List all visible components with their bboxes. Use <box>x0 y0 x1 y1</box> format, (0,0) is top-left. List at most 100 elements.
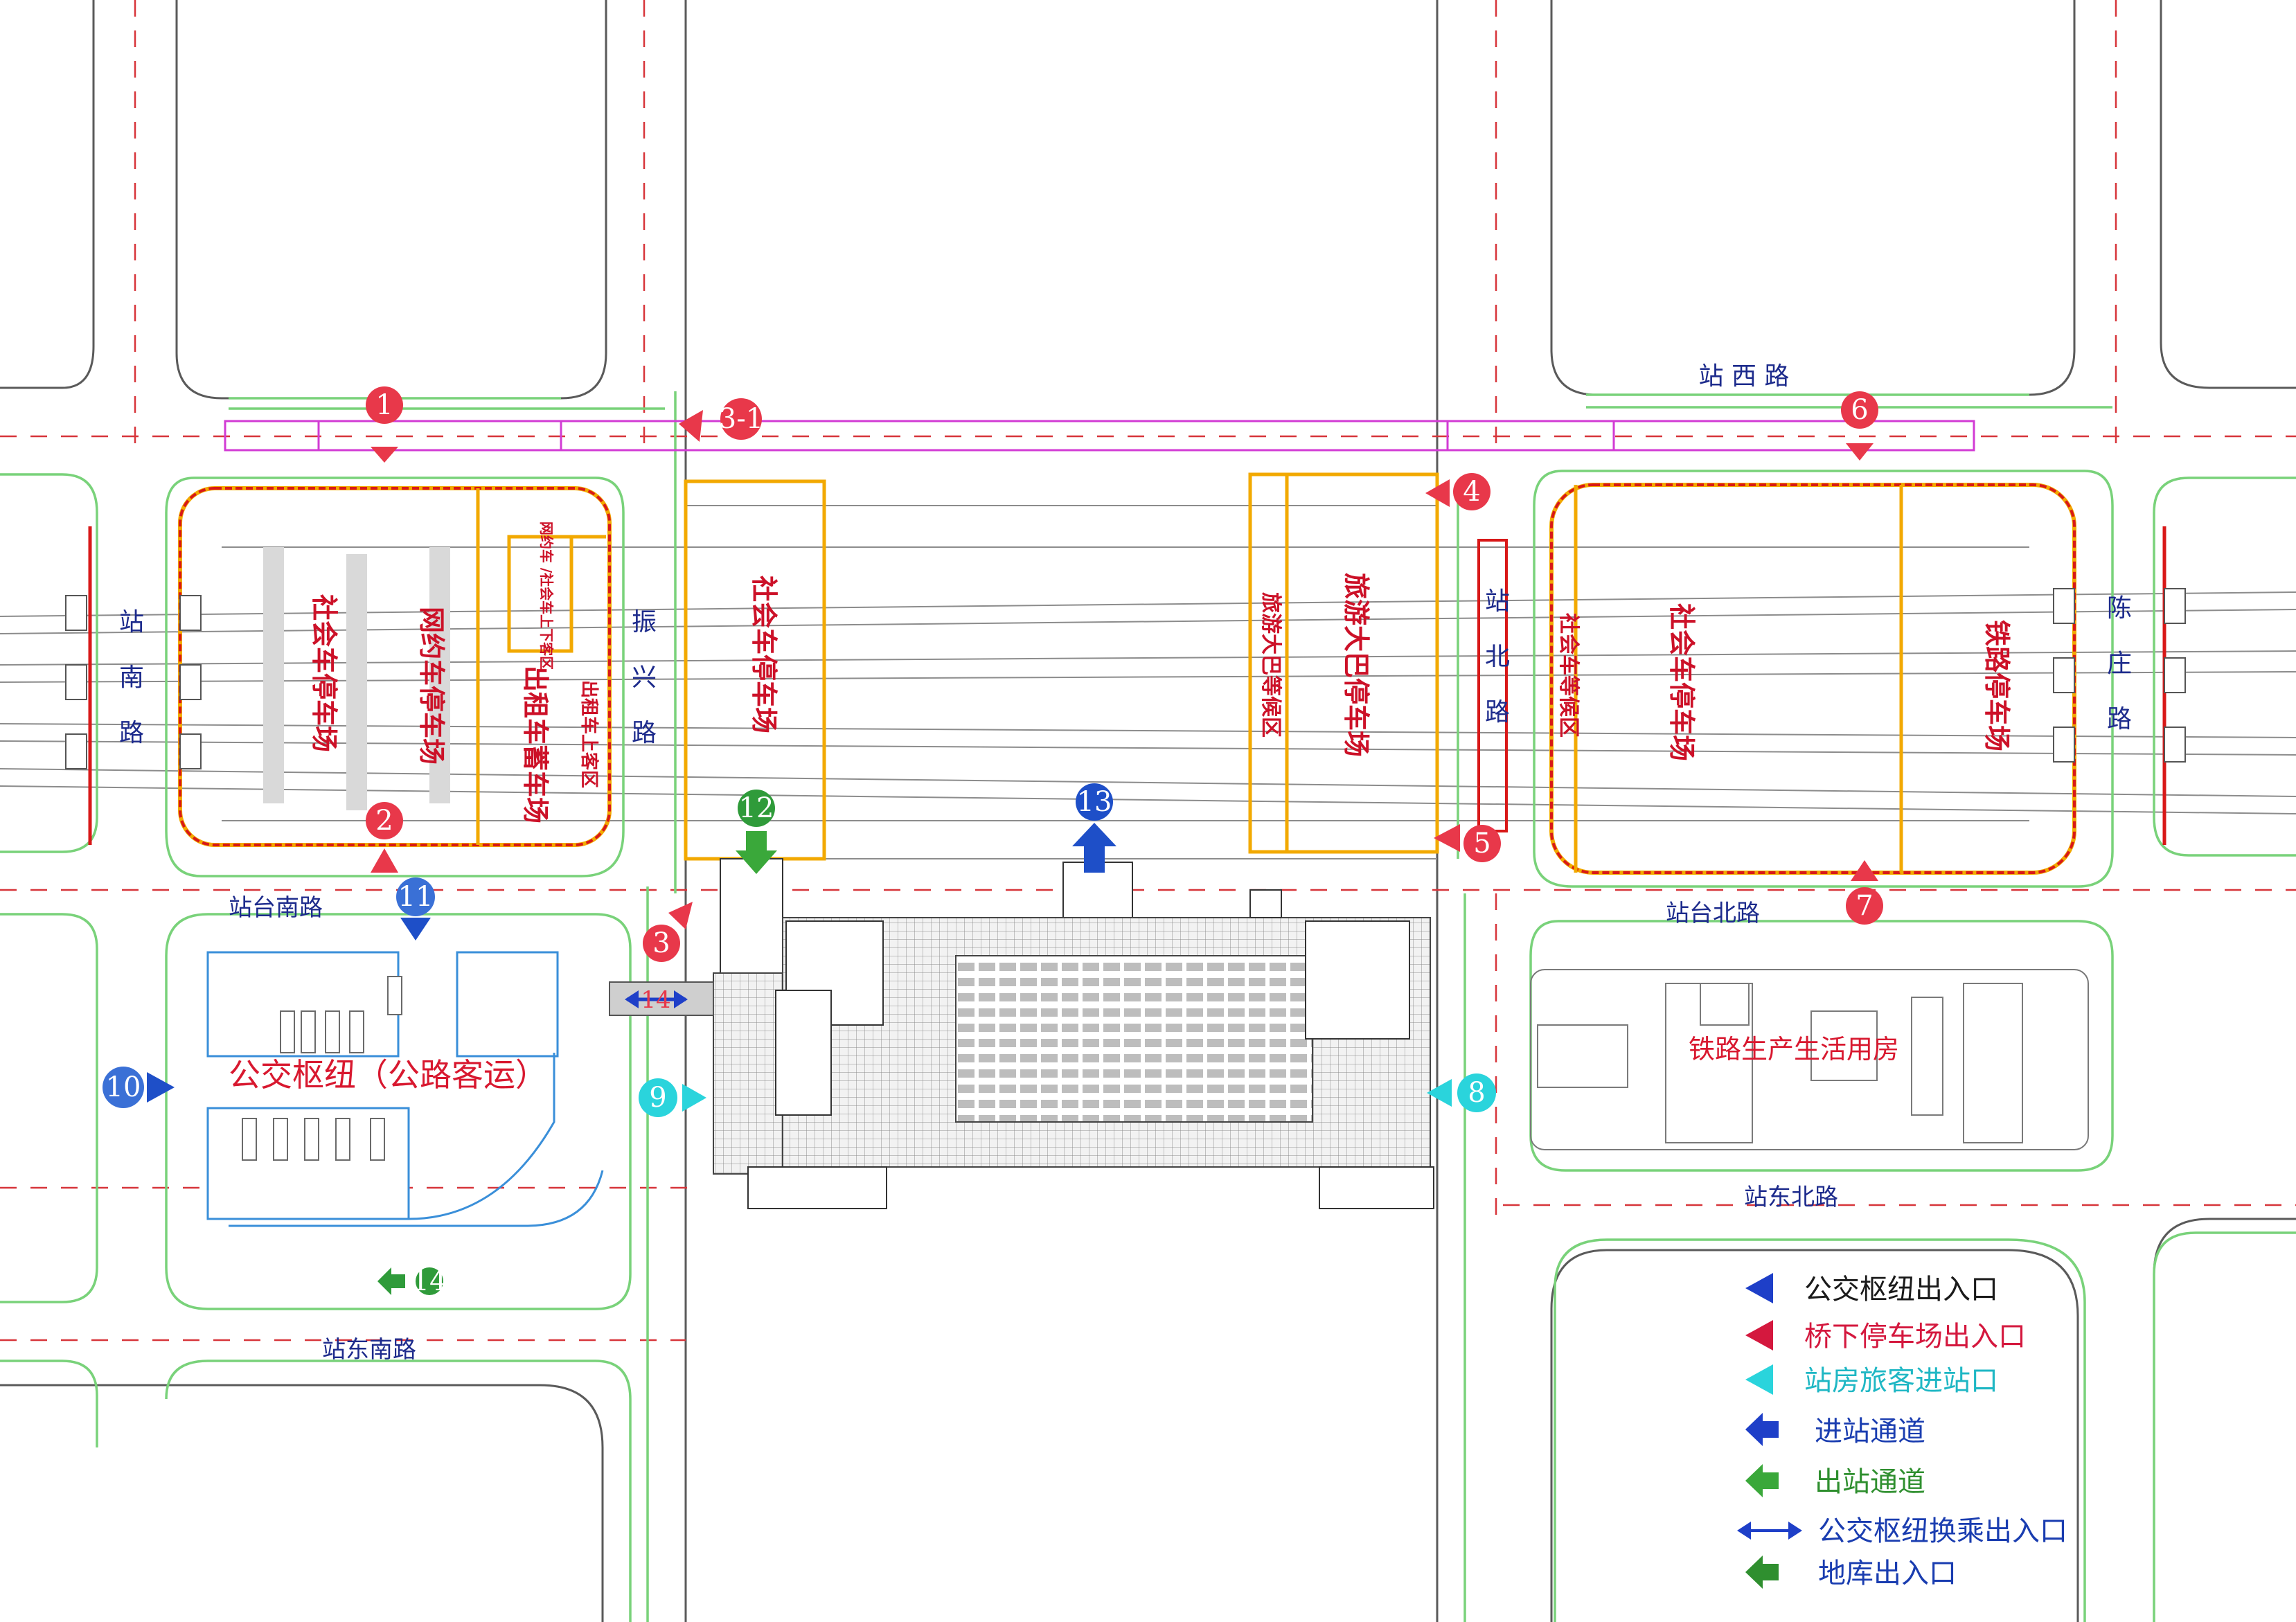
marker-3-arrow <box>668 902 693 929</box>
legend-label-transfer: 公交枢纽换乘出入口 <box>1818 1515 2067 1547</box>
legend-item-garage: 地库出入口 <box>1745 1556 1957 1589</box>
marker-9[interactable]: 9 <box>639 1078 706 1117</box>
zone-tour-bus-park: 旅游大巴停车场 <box>1341 573 1371 757</box>
marker-1-label: 1 <box>375 389 393 421</box>
road-zhannan-3: 路 <box>119 719 144 747</box>
marker-14-transfer-label: 14 <box>641 986 670 1014</box>
dark-green-arrow-icon <box>1745 1556 1779 1589</box>
road-zhandongnan: 站东南路 <box>322 1336 416 1364</box>
marker-13[interactable]: 13 <box>1072 783 1116 873</box>
legend-item-passenger-entrance: 站房旅客进站口 <box>1745 1364 1998 1397</box>
road-zhanxi: 站 西 路 <box>1699 362 1790 391</box>
marker-3-label: 3 <box>652 927 670 959</box>
marker-4-label: 4 <box>1463 476 1480 508</box>
marker-5[interactable]: 5 <box>1434 824 1501 862</box>
marker-9-label: 9 <box>649 1082 666 1114</box>
zone-taxi-pickup: 出租车上客区 <box>578 680 600 788</box>
tour-bus-block <box>1248 472 1508 854</box>
marker-14-garage-label: 14 <box>412 1265 447 1297</box>
legend-label-parking: 桥下停车场出入口 <box>1804 1321 2026 1353</box>
marker-7-arrow <box>1851 860 1878 881</box>
legend-label-passenger-entrance: 站房旅客进站口 <box>1804 1365 1998 1397</box>
marker-14-garage[interactable]: 14 <box>377 1265 447 1297</box>
road-labels: 站 西 路 站 南 路 振 兴 路 站 北 路 陈 庄 路 站台南路 站台北路 … <box>119 362 2132 1364</box>
marker-6-arrow <box>1846 443 1874 461</box>
zone-east-social-wait: 社会车等候区 <box>1556 613 1581 738</box>
road-chenzhuang-3: 路 <box>2107 705 2132 733</box>
marker-8-label: 8 <box>1468 1077 1485 1109</box>
zone-bus-hub: 公交枢纽（公路客运） <box>229 1056 547 1094</box>
legend-item-bus-hub: 公交枢纽出入口 <box>1745 1273 1998 1305</box>
road-zhannan-1: 站 <box>119 608 144 636</box>
road-zhantaibei: 站台北路 <box>1666 900 1760 927</box>
legend-label-entry-passage: 进站通道 <box>1815 1416 1925 1447</box>
road-chenzhuang-1: 陈 <box>2107 594 2132 623</box>
west-parking-block <box>178 486 612 847</box>
blue-arrow-icon <box>1745 1413 1779 1446</box>
marker-14-transfer[interactable]: 14 <box>625 986 688 1014</box>
marker-3-1-arrow <box>679 410 703 442</box>
marker-3[interactable]: 3 <box>643 902 693 962</box>
zone-ride-hailing-pickup: 网约车 /社会车上下客区 <box>538 522 555 670</box>
legend-label-bus-hub: 公交枢纽出入口 <box>1804 1274 1998 1305</box>
marker-12-arrow <box>736 831 777 874</box>
legend-item-exit-passage: 出站通道 <box>1745 1464 1925 1498</box>
zone-railway-park: 铁路停车场 <box>1982 620 2012 751</box>
road-zhenxing-2: 兴 <box>632 663 657 692</box>
double-arrow-icon <box>1737 1522 1802 1540</box>
marker-12[interactable]: 12 <box>736 790 777 874</box>
zone-east-social: 社会车停车场 <box>1666 603 1697 761</box>
cyan-triangle-icon <box>1745 1364 1773 1395</box>
legend-item-parking: 桥下停车场出入口 <box>1745 1320 2026 1353</box>
legend-item-entry-passage: 进站通道 <box>1745 1413 1925 1447</box>
blue-triangle-icon <box>1745 1273 1773 1303</box>
marker-7-label: 7 <box>1856 890 1873 922</box>
marker-9-arrow <box>682 1084 706 1112</box>
marker-5-arrow <box>1434 824 1460 852</box>
marker-3-1-label: 3-1 <box>719 403 763 435</box>
road-zhandongbei: 站东北路 <box>1744 1184 1838 1211</box>
marker-6-label: 6 <box>1851 394 1868 426</box>
marker-2-arrow <box>371 848 398 873</box>
zone-railway-housing: 铁路生产生活用房 <box>1689 1034 1899 1064</box>
marker-1[interactable]: 1 <box>366 386 403 463</box>
zone-taxi-storage: 出租车蓄车场 <box>520 666 551 823</box>
marker-11-arrow <box>400 918 431 941</box>
bus-hub-building <box>206 951 604 1227</box>
marker-10-arrow <box>147 1072 175 1103</box>
road-zhanbei-3: 路 <box>1485 698 1510 727</box>
access-markers: 1 2 3-1 3 4 5 <box>103 386 1883 1297</box>
zone-center-social: 社会车停车场 <box>749 576 779 733</box>
crimson-triangle-icon <box>1745 1320 1773 1351</box>
marker-3-1[interactable]: 3-1 <box>679 398 763 442</box>
zone-tour-bus-wait: 旅游大巴等候区 <box>1258 592 1283 738</box>
road-zhannan-2: 南 <box>119 663 144 692</box>
marker-8[interactable]: 8 <box>1427 1073 1496 1112</box>
marker-6[interactable]: 6 <box>1841 391 1878 461</box>
legend: 公交枢纽出入口 桥下停车场出入口 站房旅客进站口 进站通道 出站通道 公交枢纽换… <box>1737 1273 2067 1589</box>
legend-label-exit-passage: 出站通道 <box>1815 1466 1925 1498</box>
marker-13-arrow <box>1072 823 1116 873</box>
marker-1-arrow <box>371 447 398 463</box>
marker-4[interactable]: 4 <box>1425 473 1490 510</box>
green-arrow-icon <box>1745 1464 1779 1497</box>
marker-11-label: 11 <box>398 881 434 913</box>
marker-13-label: 13 <box>1077 786 1112 818</box>
plot-edge-strips <box>88 526 2166 845</box>
marker-2-label: 2 <box>375 805 393 837</box>
station-building <box>609 858 1434 1209</box>
marker-10[interactable]: 10 <box>103 1067 175 1108</box>
marker-11[interactable]: 11 <box>396 877 435 941</box>
marker-14-garage-arrow <box>377 1267 405 1295</box>
marker-8-arrow <box>1427 1079 1452 1107</box>
marker-7[interactable]: 7 <box>1846 860 1883 925</box>
zone-west-social: 社会车停车场 <box>309 594 339 752</box>
road-zhanbei-1: 站 <box>1485 587 1510 616</box>
zone-ride-hailing: 网约车停车场 <box>416 607 447 765</box>
marker-5-label: 5 <box>1473 828 1490 859</box>
marker-2[interactable]: 2 <box>366 802 403 873</box>
railway-housing-plot <box>1530 969 2089 1150</box>
zone-labels: 社会车停车场 网约车停车场 出租车蓄车场 出租车上客区 网约车 /社会车上下客区… <box>229 522 2012 1094</box>
